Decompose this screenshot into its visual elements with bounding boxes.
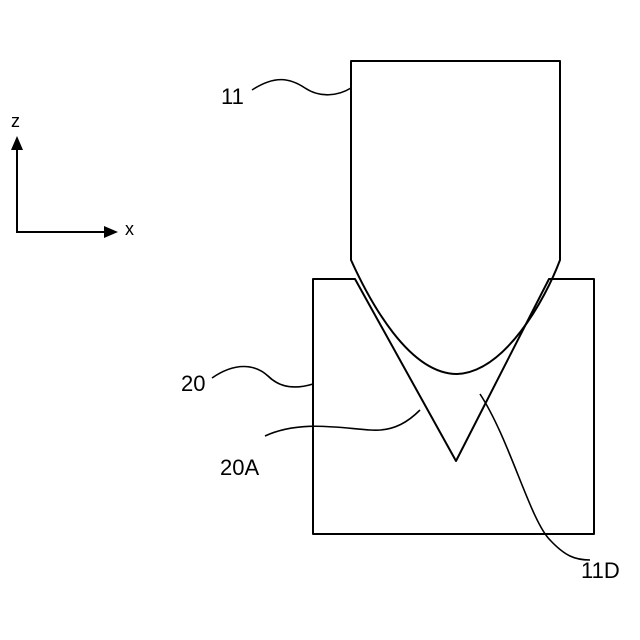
die-leader-line <box>212 367 313 387</box>
punch-label: 11 <box>221 84 244 109</box>
punch-leader-line <box>252 80 351 95</box>
die-body <box>313 279 594 534</box>
z-axis-arrowhead <box>11 136 23 150</box>
x-axis-label: x <box>125 219 134 239</box>
die-groove-leader-line <box>265 410 420 436</box>
die-label: 20 <box>181 371 205 396</box>
die-groove-label: 20A <box>220 455 259 480</box>
punch-tip-leader-line <box>480 394 590 560</box>
z-axis-label: z <box>11 111 20 131</box>
punch-tip-label: 11D <box>581 558 620 583</box>
x-axis-arrowhead <box>104 226 118 238</box>
axes: z x <box>11 111 134 239</box>
